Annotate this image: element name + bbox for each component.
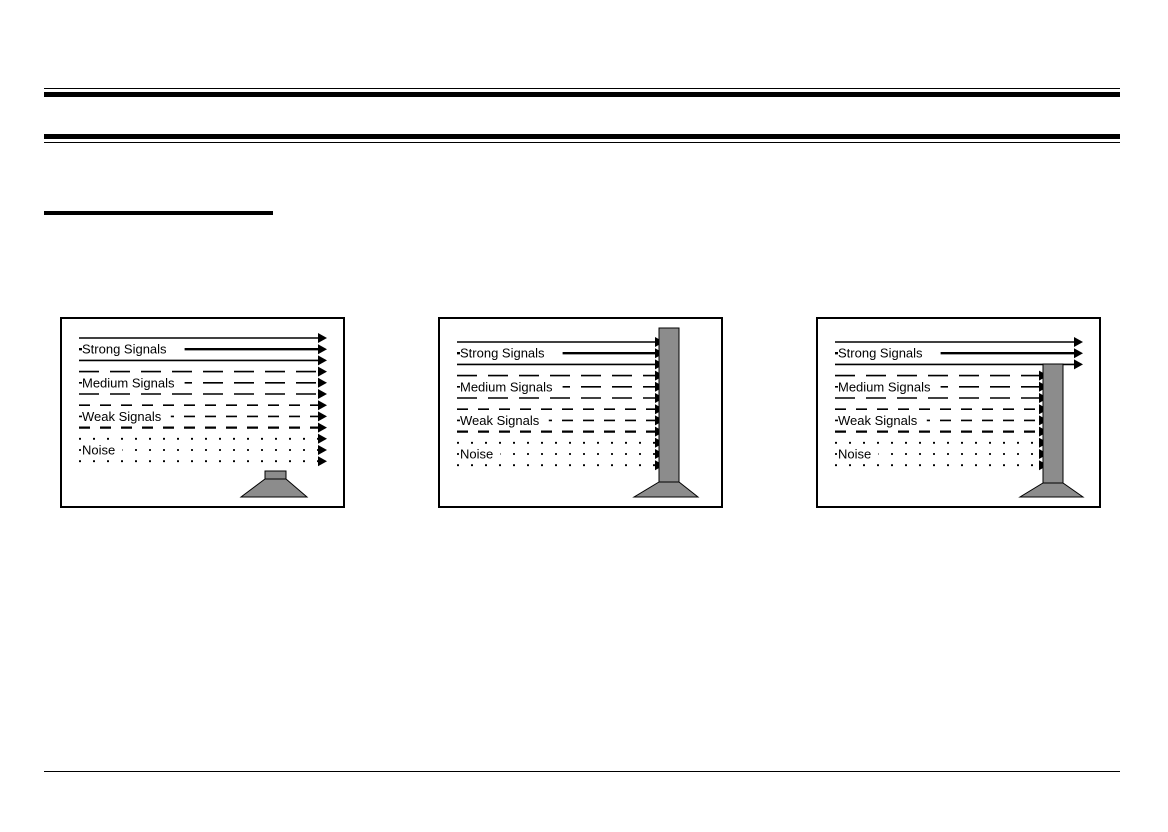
header-rule-thin-top — [44, 88, 1120, 89]
label-backdrop-weak — [838, 412, 927, 429]
label-weak: Weak Signals — [82, 409, 162, 424]
signal-arrowhead-weak — [318, 422, 327, 433]
signal-arrowhead-strong — [318, 355, 327, 366]
signal-arrowhead-strong — [318, 333, 327, 343]
header-rule-thin-bottom — [44, 142, 1120, 143]
label-medium: Medium Signals — [460, 379, 553, 394]
label-weak: Weak Signals — [838, 413, 918, 428]
barrier-wall — [1042, 363, 1064, 484]
barrier-wall — [264, 470, 287, 480]
signal-arrowhead-weak — [318, 400, 327, 411]
label-backdrop-noise — [460, 446, 501, 462]
label-noise: Noise — [838, 447, 871, 462]
barrier-base — [632, 481, 700, 498]
label-backdrop-strong — [838, 345, 941, 362]
label-backdrop-noise — [82, 442, 123, 458]
section-heading-underline — [44, 211, 273, 215]
signal-arrowhead-medium — [318, 366, 327, 377]
label-backdrop-strong — [460, 345, 563, 362]
signal-arrowhead-noise — [318, 456, 327, 467]
signal-arrowhead-strong — [318, 344, 327, 355]
barrier-base — [239, 478, 309, 498]
label-backdrop-medium — [82, 374, 185, 391]
header-rule-thick-top — [44, 92, 1120, 97]
barrier-base — [1018, 482, 1085, 498]
label-strong: Strong Signals — [460, 346, 545, 361]
label-noise: Noise — [460, 447, 493, 462]
signal-arrowhead-strong — [1074, 337, 1083, 347]
label-backdrop-weak — [82, 408, 171, 425]
label-backdrop-strong — [82, 341, 185, 358]
label-noise: Noise — [82, 443, 115, 458]
signal-arrowhead-strong — [1074, 348, 1083, 359]
signal-arrowhead-strong — [1074, 359, 1083, 370]
label-weak: Weak Signals — [460, 413, 540, 428]
signal-arrowhead-noise — [318, 445, 327, 455]
label-strong: Strong Signals — [838, 346, 923, 361]
label-backdrop-weak — [460, 412, 549, 429]
label-backdrop-medium — [838, 378, 941, 395]
label-medium: Medium Signals — [82, 375, 175, 390]
signal-arrowhead-noise — [318, 433, 327, 444]
footer-rule — [44, 771, 1120, 772]
barrier-wall — [658, 327, 680, 483]
signal-arrowhead-weak — [318, 411, 327, 422]
label-medium: Medium Signals — [838, 379, 931, 394]
label-strong: Strong Signals — [82, 342, 167, 357]
label-backdrop-medium — [460, 378, 563, 395]
signal-arrowhead-medium — [318, 377, 327, 388]
signal-arrowhead-medium — [318, 389, 327, 399]
label-backdrop-noise — [838, 446, 879, 462]
header-rule-thick-bottom — [44, 134, 1120, 139]
